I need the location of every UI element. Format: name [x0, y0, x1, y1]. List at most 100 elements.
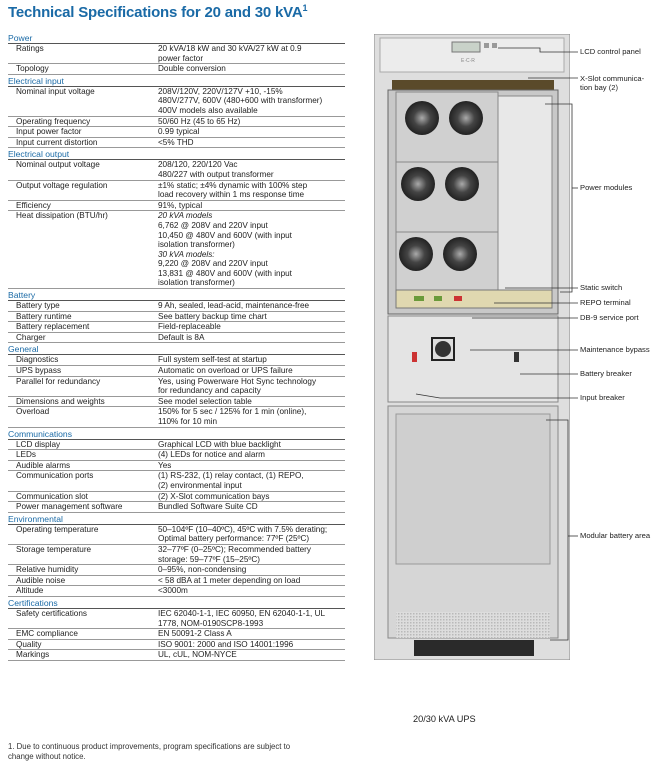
- spec-value-line: Automatic on overload or UPS failure: [158, 366, 293, 376]
- spec-value: 50/60 Hz (45 to 65 Hz): [158, 117, 345, 127]
- spec-value: Full system self-test at startup: [158, 355, 345, 365]
- spec-label: Parallel for redundancy: [16, 376, 101, 386]
- spec-value-line: 208/120, 220/120 Vac: [158, 160, 238, 170]
- spec-label: Topology: [16, 64, 49, 74]
- spec-value: Default is 8A: [158, 333, 345, 343]
- callout-battery-breaker: Battery breaker: [580, 369, 632, 378]
- spec-value-line: (1) RS-232, (1) relay contact, (1) REPO,: [158, 471, 304, 481]
- spec-value-line: 208V/120V, 220V/127V +10, -15%: [158, 86, 283, 96]
- spec-value-line: See battery backup time chart: [158, 311, 267, 321]
- section-header: Battery: [8, 289, 345, 302]
- spec-value-line: 1778, NOM-0190SCP8-1993: [158, 618, 264, 628]
- spec-label: Communication ports: [16, 471, 94, 481]
- spec-value-line: 32–77ºF (0–25ºC); Recommended battery: [158, 544, 311, 554]
- spec-value-line: ±1% static; ±4% dynamic with 100% step: [158, 180, 308, 190]
- spec-label: Input current distortion: [16, 137, 98, 147]
- spec-label: Audible noise: [16, 575, 66, 585]
- spec-label: Diagnostics: [16, 355, 59, 365]
- spec-value-line: 13,831 @ 480V and 600V (with input: [158, 268, 292, 278]
- spec-value: ISO 9001: 2000 and ISO 14001:1996: [158, 640, 345, 650]
- spec-label: Markings: [16, 650, 50, 660]
- callout-xslot-bay: X-Slot communica-tion bay (2): [580, 74, 645, 92]
- spec-label: LEDs: [16, 450, 37, 460]
- section-header: Power: [8, 32, 345, 44]
- section-header: Environmental: [8, 513, 345, 525]
- spec-row: Battery runtime See battery backup time c…: [8, 312, 345, 323]
- spec-value-line: Double conversion: [158, 64, 226, 74]
- spec-value-line: See model selection table: [158, 396, 252, 406]
- spec-label: Communication slot: [16, 491, 88, 501]
- spec-value: See battery backup time chart: [158, 312, 345, 322]
- section-header: General: [8, 343, 345, 356]
- spec-label: Nominal output voltage: [16, 160, 100, 170]
- spec-value-line: 150% for 5 sec / 125% for 1 min (online)…: [158, 407, 307, 417]
- spec-value-line: isolation transformer): [158, 240, 235, 250]
- spec-row: Output voltage regulation±1% static; ±4%…: [8, 181, 345, 201]
- callout-lcd-control-panel: LCD control panel: [580, 47, 641, 56]
- spec-row: Battery replacement Field-replaceable: [8, 322, 345, 333]
- spec-value: <3000m: [158, 586, 345, 596]
- spec-row: Parallel for redundancy Yes, using Powerw…: [8, 377, 345, 397]
- spec-row: Communication slot (2) X-Slot communicati…: [8, 492, 345, 503]
- spec-label: Quality: [16, 639, 42, 649]
- spec-value-line: 10,450 @ 480V and 600V (with input: [158, 230, 292, 240]
- spec-value: Field-replaceable: [158, 322, 345, 332]
- spec-value-line: (2) X-Slot communication bays: [158, 491, 270, 501]
- spec-label: LCD display: [16, 439, 61, 449]
- spec-label: Ratings: [16, 44, 44, 53]
- spec-value-line: ISO 9001: 2000 and ISO 14001:1996: [158, 639, 294, 649]
- spec-value-line: 50/60 Hz (45 to 65 Hz): [158, 116, 241, 126]
- svg-text:E·C·R: E·C·R: [461, 58, 475, 64]
- callout-db9-service-port: DB-9 service port: [580, 313, 639, 322]
- spec-label: Battery type: [16, 301, 60, 311]
- spec-label: Altitude: [16, 586, 44, 596]
- spec-value-line: 6,762 @ 208V and 220V input: [158, 220, 268, 230]
- spec-value-line: isolation transformer): [158, 278, 235, 288]
- spec-value: UL, cUL, NOM-NYCE: [158, 650, 345, 660]
- spec-value-line: Yes, using Powerware Hot Sync technology: [158, 376, 317, 386]
- spec-value: < 58 dBA at 1 meter depending on load: [158, 576, 345, 586]
- spec-value-line: Default is 8A: [158, 332, 205, 342]
- spec-label: Relative humidity: [16, 565, 79, 575]
- spec-label: Operating temperature: [16, 524, 99, 534]
- spec-value: (4) LEDs for notice and alarm: [158, 450, 345, 460]
- spec-value-line: Yes: [158, 460, 172, 470]
- spec-value-line: 50–104ºF (10–40ºC), 45ºC with 7.5% derat…: [158, 524, 328, 534]
- spec-value-line: 0–95%, non-condensing: [158, 565, 247, 575]
- spec-label: Input power factor: [16, 127, 82, 137]
- spec-row: Diagnostics Full system self-test at star…: [8, 355, 345, 367]
- spec-row: Quality ISO 9001: 2000 and ISO 14001:1996: [8, 640, 345, 651]
- spec-value: (2) X-Slot communication bays: [158, 492, 345, 502]
- spec-value-line: 20 kVA models: [158, 211, 213, 221]
- spec-row: Ratings 20 kVA/18 kW and 30 kVA/27 kW at …: [8, 44, 345, 65]
- spec-label: Power management software: [16, 502, 123, 512]
- spec-label: Operating frequency: [16, 116, 91, 126]
- spec-value: Automatic on overload or UPS failure: [158, 366, 345, 376]
- spec-label: Battery runtime: [16, 311, 72, 321]
- spec-label: Battery replacement: [16, 322, 90, 332]
- spec-value-line: power factor: [158, 53, 204, 63]
- section-header: Electrical output: [8, 148, 345, 161]
- spec-value-line: 480/227 with output transformer: [158, 169, 274, 179]
- callout-input-breaker: Input breaker: [580, 393, 625, 402]
- spec-value-line: load recovery within 1 ms response time: [158, 190, 305, 200]
- spec-value-line: EN 50091-2 Class A: [158, 629, 232, 639]
- spec-row: Markings UL, cUL, NOM-NYCE: [8, 650, 345, 661]
- spec-value-line: 20 kVA/18 kW and 30 kVA/27 kW at 0.9: [158, 44, 302, 53]
- section-header: Certifications: [8, 597, 345, 609]
- spec-value-line: Optimal battery performance: 77ºF (25ºC): [158, 534, 310, 544]
- callout-static-switch: Static switch: [580, 283, 623, 292]
